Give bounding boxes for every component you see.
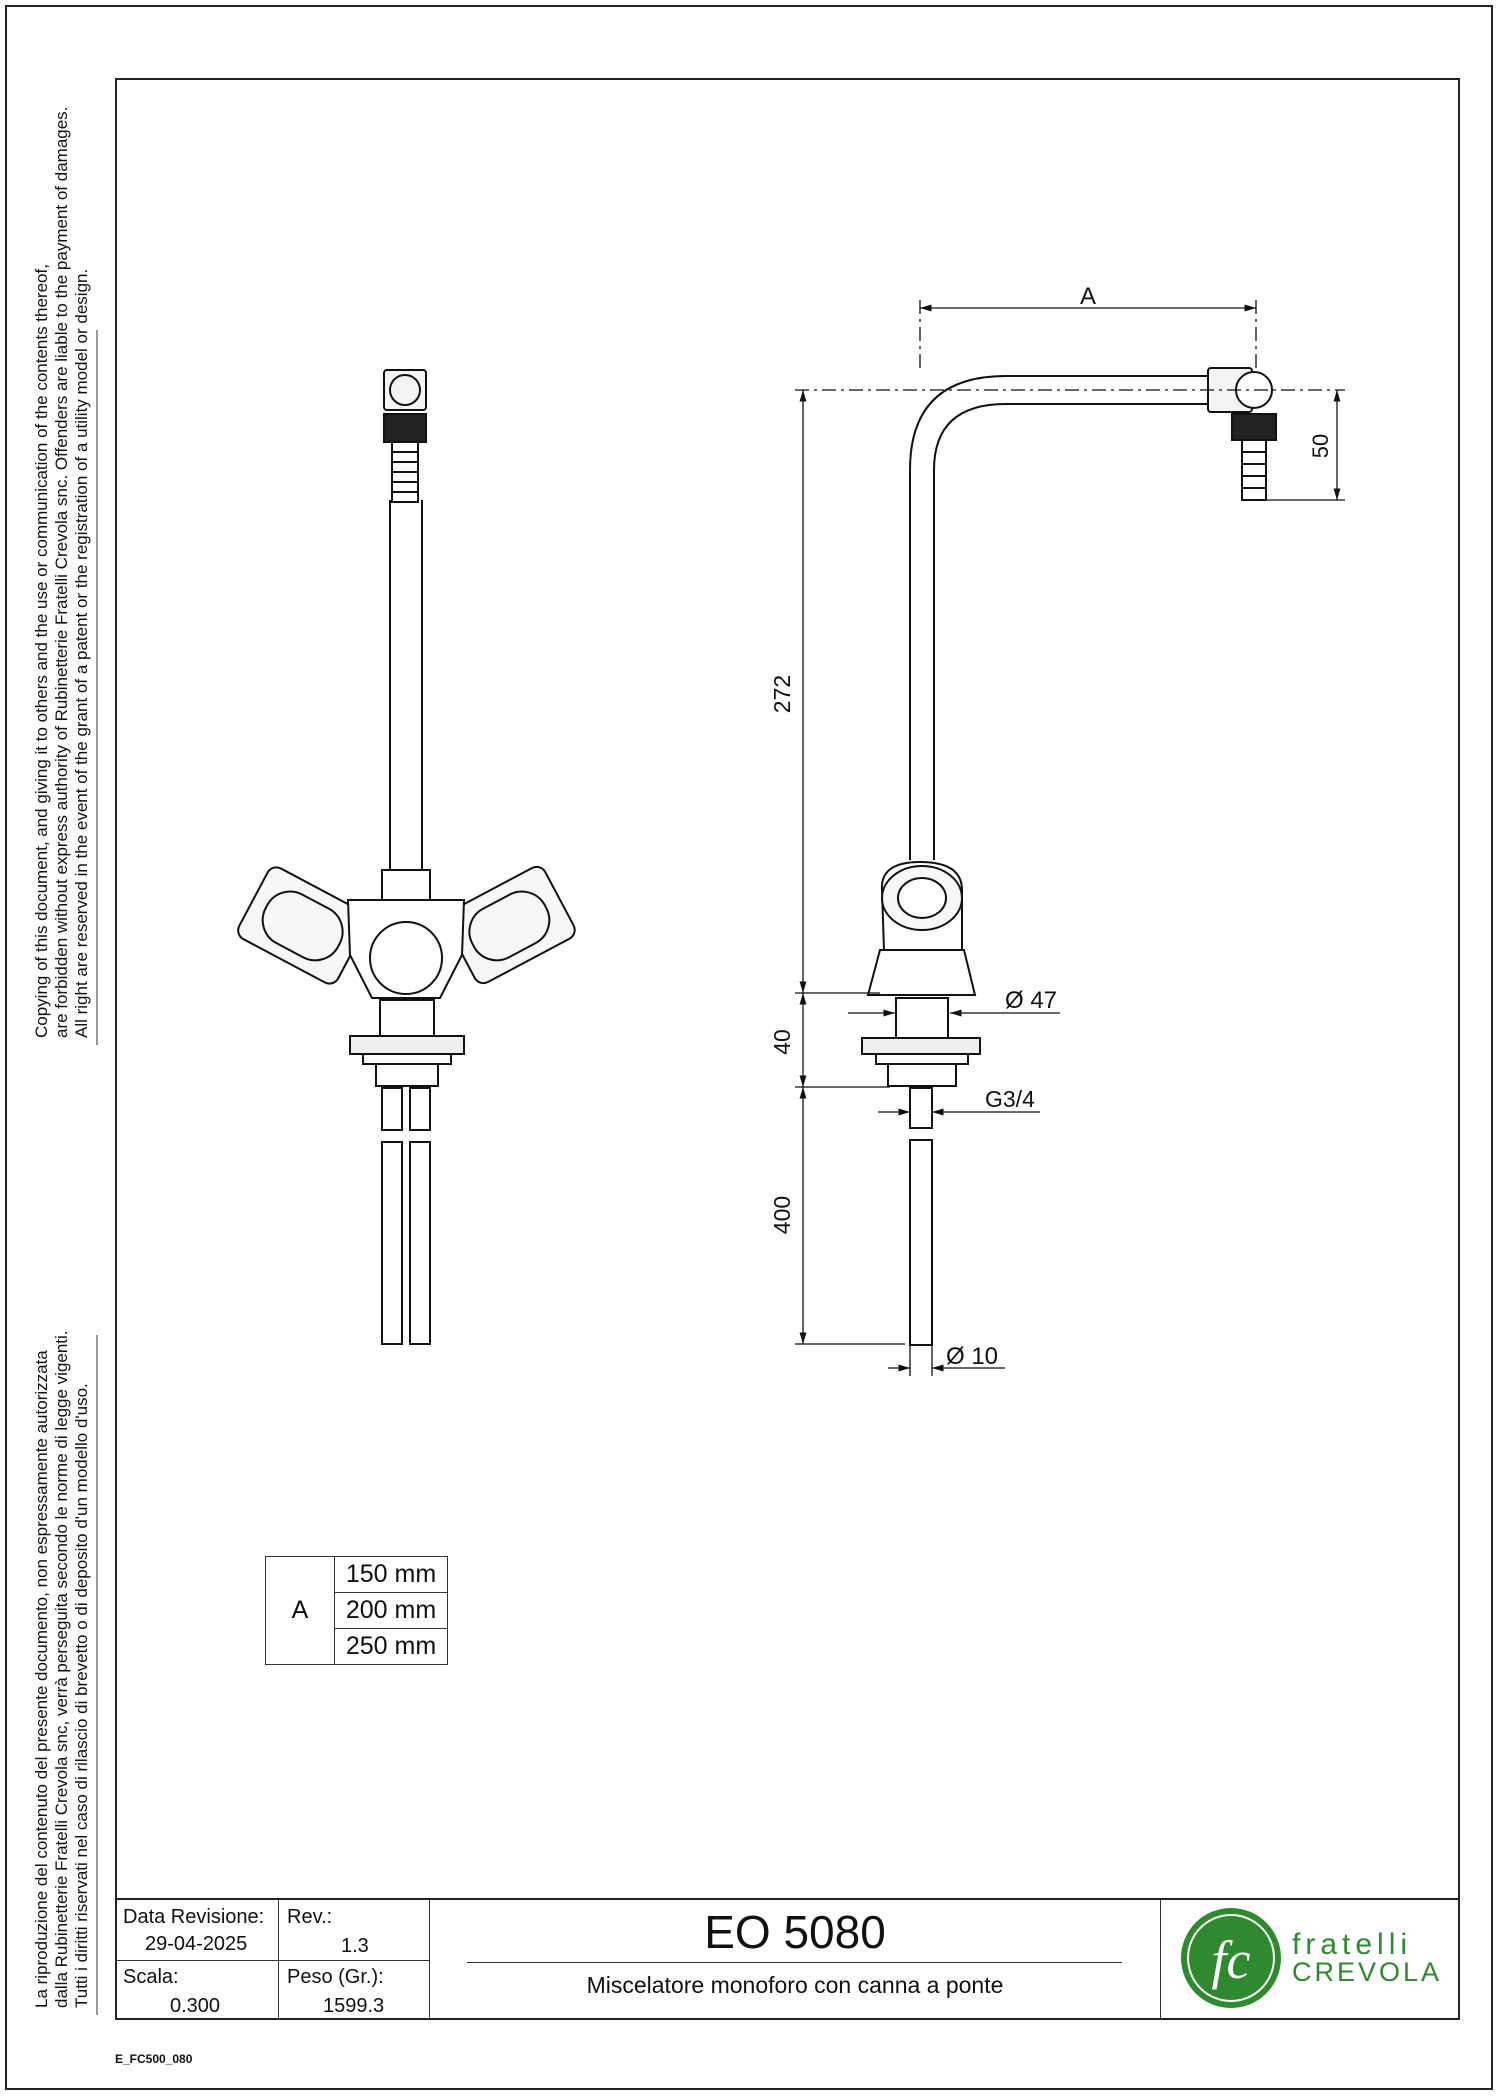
dim-diameter-10-label: Ø 10: [946, 1343, 998, 1370]
dimension-labels: A 50 272 40 400 Ø 47 G3/4 Ø 10: [769, 283, 1333, 1370]
scale-value: 0.300: [170, 1995, 221, 2017]
brand-name-line2: CREVOLA: [1292, 1957, 1443, 1987]
variant-value: 150 mm: [334, 1556, 448, 1593]
variant-value: 200 mm: [334, 1592, 448, 1629]
brand-name-line1: fratelli: [1292, 1928, 1413, 1961]
dimension-lines: [795, 300, 1345, 1376]
rev-label: Rev.:: [287, 1906, 333, 1928]
scale-label: Scala:: [123, 1966, 179, 1988]
rev-value: 1.3: [341, 1935, 369, 1957]
dim-50-label: 50: [1308, 434, 1333, 458]
sheet-outer-border: [5, 5, 1493, 2090]
variant-value: 250 mm: [334, 1628, 448, 1665]
rev-date-value: 29-04-2025: [145, 1933, 248, 1955]
drawing-frame: [115, 78, 1460, 2020]
logo-letters: fc: [1212, 1930, 1251, 1990]
dim-400-label: 400: [769, 1196, 795, 1234]
legal-divider: [96, 1335, 98, 2015]
weight-label: Peso (Gr.):: [287, 1966, 384, 1988]
variant-table: A 150 mm 200 mm 250 mm: [265, 1556, 448, 1665]
title-block-divider: [429, 1900, 430, 2020]
dim-thread-label: G3/4: [985, 1086, 1035, 1112]
variant-key: A: [265, 1556, 335, 1665]
front-view: [237, 369, 576, 1345]
title-block: Data Revisione: 29-04-2025 Rev.: 1.3 Sca…: [115, 1898, 1460, 2020]
title-block-divider: [1160, 1900, 1161, 2020]
file-code: E_FC500_080: [115, 2052, 193, 2066]
title-underline: [467, 1962, 1122, 1963]
dim-diameter-47-label: Ø 47: [1005, 987, 1057, 1014]
legal-divider: [96, 330, 98, 1045]
product-description: Miscelatore monoforo con canna a ponte: [586, 1972, 1004, 1998]
dim-40-label: 40: [769, 1029, 795, 1055]
dim-272-label: 272: [769, 675, 795, 713]
dim-a-label: A: [1080, 283, 1096, 310]
title-block-divider: [115, 1960, 429, 1961]
side-view: [861, 367, 1277, 1346]
brand-logo-icon: fc: [1181, 1908, 1281, 2008]
rev-date-label: Data Revisione:: [123, 1906, 265, 1928]
weight-value: 1599.3: [323, 1995, 385, 2017]
product-code: EO 5080: [704, 1906, 886, 1958]
